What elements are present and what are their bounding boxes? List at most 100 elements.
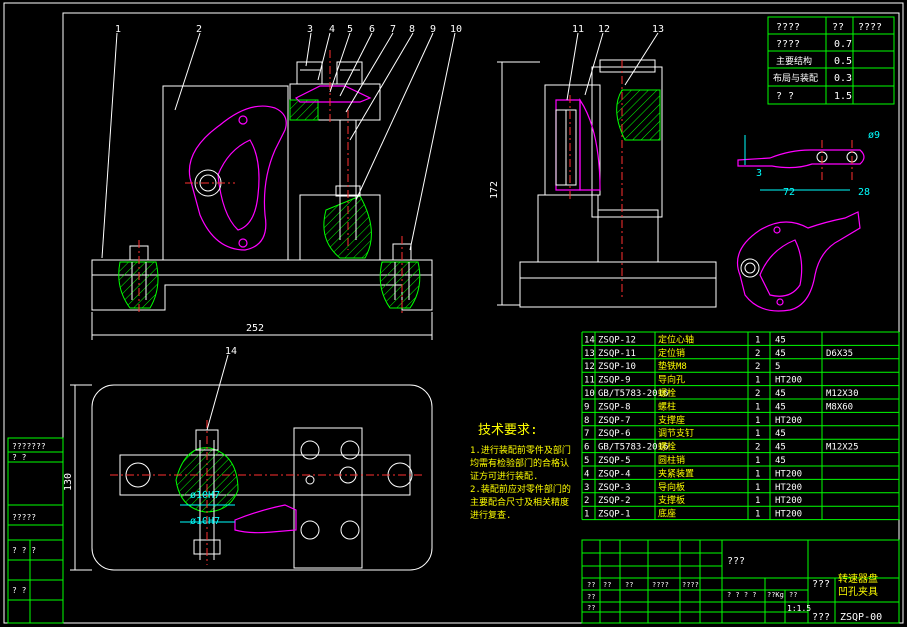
bom-cell: 螺栓 (658, 387, 676, 399)
bom-cell: 2 (755, 349, 760, 359)
balloon-12: 12 (598, 24, 610, 35)
bom-cell: ZSQP-8 (598, 402, 631, 412)
title-block: ??? ??? ??? 转速器盘 凹孔夹具 1:1.5 ZSQP-00 ?? ?… (581, 539, 900, 624)
bom-cell: 3 (584, 483, 589, 493)
bom-cell: 13 (584, 349, 595, 359)
bom-cell: 45 (775, 429, 786, 439)
tb-row-1: ?? (603, 581, 611, 589)
bom-cell: 11 (584, 376, 595, 386)
bom-cell: HT200 (775, 496, 802, 506)
balloon-11: 11 (572, 24, 584, 35)
bom-cell: 14 (584, 335, 595, 345)
bom-cell: 1 (755, 510, 760, 520)
score-h2: ???? (858, 22, 882, 33)
bom-cell: ZSQP-9 (598, 376, 631, 386)
bom-cell: ZSQP-5 (598, 456, 631, 466)
bom-cell: 45 (775, 402, 786, 412)
tb-row-0: ?? (587, 581, 595, 589)
tb-w-0: ? ? ? ? (727, 591, 757, 599)
bom-cell: 1 (584, 510, 589, 520)
tb-row-2: ?? (625, 581, 633, 589)
score-r3c1: 1.5 (834, 91, 852, 102)
bom-cell: 4 (584, 469, 589, 479)
strip-4: ? ? (12, 586, 27, 595)
bom-cell: 1 (755, 376, 760, 386)
bom-cell: HT200 (775, 376, 802, 386)
dim-phi9: ø9 (868, 130, 880, 141)
score-r1c1: 0.5 (834, 56, 852, 67)
bom-cell: 2 (755, 389, 760, 399)
balloon-2: 2 (196, 24, 202, 35)
bom-cell: 2 (584, 496, 589, 506)
balloon-5: 5 (347, 24, 353, 35)
bom-cell: 支撑板 (658, 494, 685, 506)
bom-cell: ZSQP-4 (598, 469, 631, 479)
strip-2: ????? (12, 513, 36, 522)
balloon-1: 1 (115, 24, 121, 35)
tb-name-2: 凹孔夹具 (838, 585, 878, 598)
bom-cell: ZSQP-12 (598, 335, 636, 345)
balloon-4: 4 (329, 24, 335, 35)
bom-cell: ZSQP-11 (598, 349, 636, 359)
tech-line-2: 均需有检验部门的合格认 (470, 457, 569, 469)
score-h1: ?? (832, 22, 844, 33)
bom-cell: 2 (755, 362, 760, 372)
dim-3: 3 (756, 168, 762, 179)
bom-cell: 45 (775, 456, 786, 466)
bom-cell: D6X35 (826, 349, 853, 359)
score-r2c0: 布局与装配 (773, 72, 818, 84)
balloon-8: 8 (409, 24, 415, 35)
bom-cell: 导向板 (658, 481, 685, 493)
dim-172: 172 (489, 181, 500, 199)
score-r0c0: ???? (776, 39, 800, 50)
dim-28: 28 (858, 187, 870, 198)
tech-line-5: 主要配合尺寸及相关精度 (470, 496, 569, 508)
inner-frame (62, 12, 900, 624)
bom-cell: 5 (584, 456, 589, 466)
bom-cell: 支撑座 (658, 414, 685, 426)
bom-cell: 1 (755, 496, 760, 506)
score-r0c1: 0.7 (834, 39, 852, 50)
score-r3c0: ? ? (776, 91, 794, 102)
bom-cell: 45 (775, 443, 786, 453)
fit-phi10-2: ø10H7 (190, 516, 220, 527)
balloon-10: 10 (450, 24, 462, 35)
tb-row-6: ?? (587, 604, 595, 612)
tb-drawing-no: ZSQP-00 (840, 612, 882, 623)
bom-cell: HT200 (775, 416, 802, 426)
bom-cell: ZSQP-1 (598, 510, 631, 520)
bom-cell: 2 (755, 443, 760, 453)
left-strip: ??????? ? ? ????? ? ? ? ? ? (7, 437, 64, 624)
bom-cell: 调节支钉 (658, 427, 694, 439)
bom-cell: M12X25 (826, 443, 859, 453)
balloon-13: 13 (652, 24, 664, 35)
bom-cell: 5 (775, 362, 780, 372)
bom-cell: 1 (755, 416, 760, 426)
bom-cell: 10 (584, 389, 595, 399)
tb-t2: ??? (812, 579, 830, 590)
bom-cell: 垫铁M8 (658, 360, 687, 372)
balloon-3: 3 (307, 24, 313, 35)
bom-cell: 8 (584, 416, 589, 426)
bom-cell: 45 (775, 349, 786, 359)
tb-row-4: ???? (682, 581, 699, 589)
bom-cell: M8X60 (826, 402, 853, 412)
dim-252: 252 (246, 323, 264, 334)
bom-cell: 45 (775, 389, 786, 399)
bom-cell: 螺栓 (658, 441, 676, 453)
bom-cell: 1 (755, 456, 760, 466)
side-view: 172 11 12 13 (489, 24, 717, 308)
bom-cell: 定位心轴 (658, 333, 694, 345)
bom-cell: ZSQP-10 (598, 362, 636, 372)
bom-cell: 导向孔 (658, 374, 685, 386)
tech-title: 技术要求: (478, 423, 538, 438)
tb-w-1: ??Kg (767, 591, 784, 599)
tech-requirements: 技术要求: 1.进行装配前零件及部门 均需有检验部门的合格认 证方可进行装配. … (470, 423, 571, 521)
bom-cell: M12X30 (826, 389, 859, 399)
bom-cell: 6 (584, 443, 589, 453)
score-table: ???? ?? ???? ???? 0.7 主要结构 0.5 布局与装配 0.3… (767, 16, 895, 105)
balloon-9: 9 (430, 24, 436, 35)
tech-line-6: 进行复查. (470, 509, 511, 521)
